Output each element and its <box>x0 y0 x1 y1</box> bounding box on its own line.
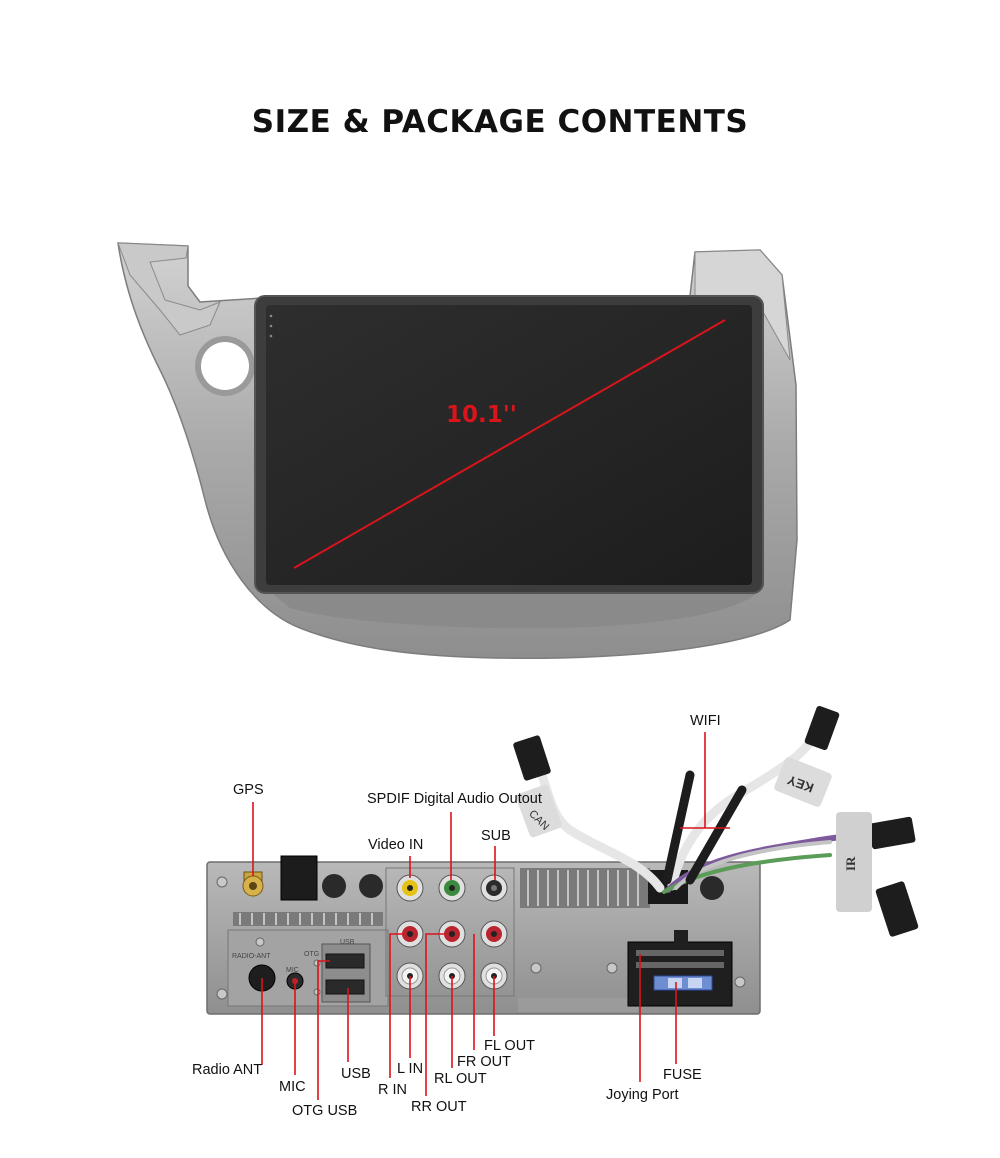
rca-top-row <box>396 874 508 902</box>
label-radio-ant: Radio ANT <box>192 1062 263 1078</box>
label-l-in: L IN <box>397 1061 424 1077</box>
label-r-in: R IN <box>378 1082 407 1098</box>
label-gps: GPS <box>233 782 264 798</box>
label-mic: MIC <box>279 1079 306 1095</box>
label-spdif: SPDIF Digital Audio Outout <box>367 791 542 807</box>
can-tag <box>516 784 562 838</box>
ir-tag <box>836 812 872 912</box>
label-video-in: Video IN <box>368 837 424 853</box>
label-wifi: WIFI <box>690 713 721 729</box>
label-rr-out: RR OUT <box>411 1099 467 1115</box>
fuse-block <box>653 975 713 991</box>
can-connector <box>513 735 551 781</box>
label-fuse: FUSE <box>663 1067 702 1083</box>
ir-connector-a <box>868 816 916 850</box>
ir-tag-text: IR <box>843 856 858 871</box>
gps-connector <box>242 871 264 897</box>
ir-connector-b <box>875 881 919 937</box>
label-otg-usb: OTG USB <box>292 1103 358 1119</box>
label-fr-out: FR OUT <box>457 1054 511 1070</box>
screws <box>216 876 746 1000</box>
key-connector <box>804 705 840 751</box>
bezel-bottom-ledge <box>268 590 760 629</box>
black-module <box>280 855 318 901</box>
usb-print: USB <box>340 939 355 946</box>
label-sub: SUB <box>481 828 511 844</box>
usb-port <box>325 979 365 995</box>
mic-print: MIC <box>286 967 299 974</box>
screen-size-label: 10.1'' <box>446 402 517 428</box>
radio-ant-print: RADIO-ANT <box>232 953 271 960</box>
usb-port-otg <box>325 953 365 969</box>
bezel-left-fin <box>117 242 221 336</box>
label-usb: USB <box>341 1066 371 1082</box>
otg-print: OTG <box>304 951 319 958</box>
screen-diagonal-line <box>293 319 726 569</box>
label-fl-out: FL OUT <box>484 1038 536 1054</box>
key-tag <box>774 757 832 807</box>
label-joying-port: Joying Port <box>606 1087 679 1103</box>
rca-middle-row <box>396 920 508 948</box>
callout-lines <box>252 732 730 1100</box>
page-title: SIZE & PACKAGE CONTENTS <box>251 104 749 140</box>
label-rl-out: RL OUT <box>434 1071 487 1087</box>
